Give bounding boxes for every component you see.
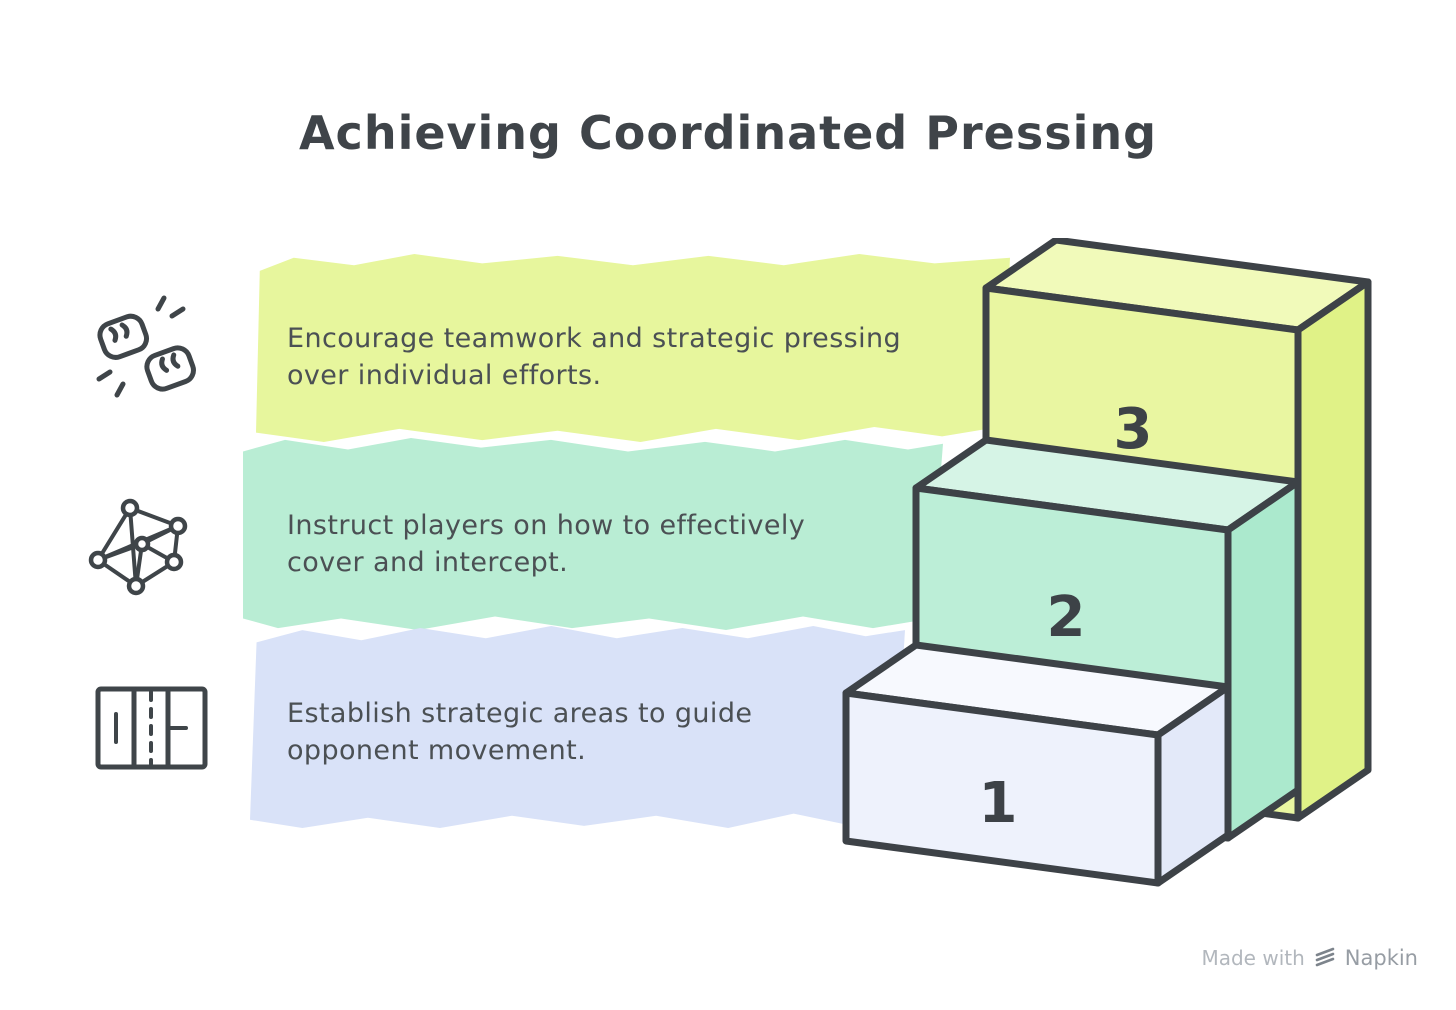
footer-credit: Made with Napkin bbox=[1201, 946, 1418, 970]
step-1-front-face bbox=[842, 689, 1162, 887]
field-zones-icon bbox=[95, 686, 208, 770]
step-number-2: 2 bbox=[1047, 585, 1086, 650]
band-text-line: Instruct players on how to effectively bbox=[287, 510, 806, 541]
network-icon bbox=[88, 498, 188, 596]
band-text-bottom: Establish strategic areas to guide oppon… bbox=[287, 695, 947, 769]
highlight-band-top bbox=[256, 254, 1010, 442]
step-1: 1 bbox=[842, 641, 1232, 887]
step-number-3: 3 bbox=[1114, 397, 1153, 462]
band-text-line: over individual efforts. bbox=[287, 360, 602, 391]
napkin-logo-icon bbox=[1315, 947, 1335, 967]
staircase-diagram: 3 2 1 bbox=[842, 238, 1372, 887]
band-text-line: opponent movement. bbox=[287, 735, 587, 766]
band-text-line: cover and intercept. bbox=[287, 547, 569, 578]
made-with-text: Made with bbox=[1201, 946, 1305, 970]
highlight-band-middle bbox=[243, 438, 943, 630]
band-text-line: Encourage teamwork and strategic pressin… bbox=[287, 323, 902, 354]
step-2-side-face bbox=[1224, 478, 1302, 842]
band-text-top: Encourage teamwork and strategic pressin… bbox=[287, 320, 947, 394]
band-text-middle: Instruct players on how to effectively c… bbox=[287, 507, 947, 581]
step-number-1: 1 bbox=[979, 771, 1018, 836]
step-3-side-face bbox=[1294, 278, 1372, 822]
fist-bump-icon bbox=[96, 295, 196, 398]
brand-name: Napkin bbox=[1344, 946, 1418, 970]
highlight-band-bottom bbox=[250, 626, 905, 828]
page-title: Achieving Coordinated Pressing bbox=[298, 106, 1158, 160]
band-text-line: Establish strategic areas to guide bbox=[287, 698, 753, 729]
